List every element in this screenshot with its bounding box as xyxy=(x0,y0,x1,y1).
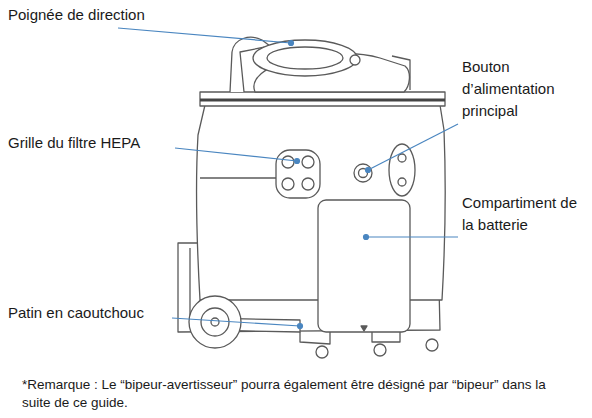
knob xyxy=(350,55,360,65)
steering-wheel xyxy=(253,40,357,76)
grille-hole xyxy=(282,156,294,168)
caster xyxy=(426,339,438,351)
leader-dot xyxy=(295,159,300,164)
grille-hole xyxy=(398,178,406,186)
part-label: Compartiment de la batterie xyxy=(462,192,588,236)
head-band xyxy=(200,92,445,106)
note-text: *Remarque : Le “bipeur-avertisseur” pour… xyxy=(22,376,570,412)
leader-line xyxy=(366,236,458,237)
power-button xyxy=(354,164,372,182)
door-mark xyxy=(361,326,367,331)
caster-mount xyxy=(372,332,400,342)
part-label: Bouton d’alimentation principal xyxy=(462,56,580,122)
wheel-hub xyxy=(201,308,229,336)
dark-band xyxy=(200,99,445,102)
leader-dot xyxy=(366,168,371,173)
leader-dot xyxy=(364,235,369,240)
steering-wheel-inner xyxy=(267,47,343,69)
grille-hole xyxy=(302,178,314,190)
leader-dot xyxy=(289,41,294,46)
hepa-grille xyxy=(276,150,320,198)
leader-dot xyxy=(298,324,303,329)
leader-line xyxy=(175,148,297,161)
leader-line xyxy=(118,28,291,43)
part-label: Patin en caoutchouc xyxy=(8,302,183,324)
leader-line xyxy=(368,124,458,170)
caster-mount xyxy=(300,332,330,344)
part-label: Poignée de direction xyxy=(8,4,208,26)
grille-hole xyxy=(282,178,294,190)
grille-hole xyxy=(398,154,406,162)
handle-right xyxy=(392,56,410,90)
caster xyxy=(316,346,328,358)
side-grille xyxy=(389,144,415,196)
grille-hole xyxy=(302,156,314,168)
battery-door xyxy=(318,200,410,332)
caster xyxy=(374,344,386,356)
leader-line xyxy=(172,318,300,326)
wheel-axle xyxy=(211,318,219,326)
part-label: Grille du filtre HEPA xyxy=(8,132,183,154)
